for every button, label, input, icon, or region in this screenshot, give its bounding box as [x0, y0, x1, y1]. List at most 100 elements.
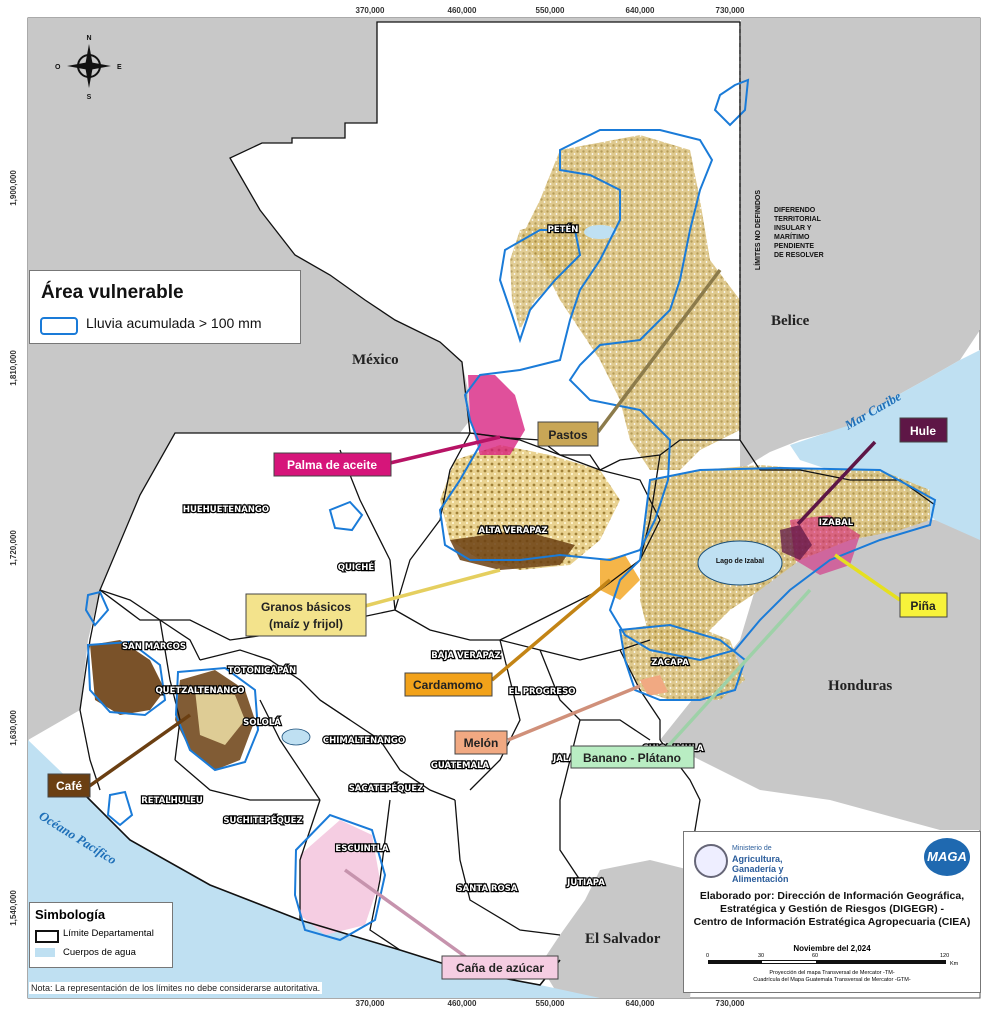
label-pastos: Pastos	[537, 421, 599, 447]
melon-area-zacapa	[640, 675, 668, 696]
leader-lines	[86, 268, 901, 962]
country-label-honduras: Honduras	[828, 678, 892, 694]
date-text: Noviembre del 2,024	[793, 944, 871, 953]
belize-area	[740, 20, 980, 470]
tick-label: 550,000	[536, 999, 565, 1008]
department-label: HUEHUETENANGO	[183, 505, 269, 515]
compass-e: E	[117, 64, 122, 71]
department-label: GUATEMALA	[431, 761, 490, 771]
lake-atitlan	[281, 728, 311, 746]
ministry-name: Ministerio de Agricultura, Ganadería y A…	[732, 845, 789, 884]
svg-text:(maíz y frijol): (maíz y frijol)	[269, 617, 343, 631]
compass-icon: N S E O	[55, 35, 122, 101]
disclaimer-note: Nota: La representación de los límites n…	[29, 982, 323, 994]
limits-label: LÍMITES NO DEFINIDOS	[753, 190, 762, 270]
granos-area-quetzaltenango	[195, 690, 245, 745]
left-ticks: 1,900,000 1,810,000 1,720,000 1,630,000 …	[9, 170, 18, 926]
tick-label: 460,000	[448, 6, 477, 15]
svg-text:Pastos: Pastos	[548, 428, 588, 442]
vulnerable-areas	[84, 78, 937, 942]
tick-label: 730,000	[716, 6, 745, 15]
bottom-ticks: 370,000 460,000 550,000 640,000 730,000	[356, 999, 745, 1008]
svg-text:Piña: Piña	[910, 599, 936, 613]
department-label: QUETZALTENANGO	[155, 686, 244, 696]
crop-areas	[90, 135, 930, 935]
tick-label: 730,000	[716, 999, 745, 1008]
tick-label: 370,000	[356, 999, 385, 1008]
top-ticks: 370,000 460,000 550,000 640,000 730,000	[356, 6, 745, 15]
projection-text: Proyección del mapa Transversal de Merca…	[753, 970, 911, 983]
svg-text:PENDIENTE: PENDIENTE	[774, 243, 814, 250]
label-cana: Caña de azúcar	[441, 955, 559, 980]
lake-label-izabal: Lago de Izabal	[716, 558, 764, 565]
maga-logo: MAGA	[924, 838, 970, 876]
made-by-text: Elaborado por: Dirección de Información …	[693, 890, 971, 928]
compass-n: N	[86, 35, 91, 42]
label-granos: Granos básicos (maíz y frijol)	[245, 593, 367, 637]
svg-text:Granos básicos: Granos básicos	[261, 600, 351, 614]
label-pina: Piña	[899, 592, 948, 618]
tick-label: 640,000	[626, 999, 655, 1008]
department-label: IZABAL	[819, 518, 854, 528]
country-label-el-salvador: El Salvador	[585, 931, 661, 947]
department-label: ESCUINTLA	[335, 844, 389, 854]
vulnerable-area-legend: Área vulnerable Lluvia acumulada > 100 m…	[29, 270, 301, 344]
svg-text:TERRITORIAL: TERRITORIAL	[774, 216, 822, 223]
compass-s: S	[87, 94, 92, 101]
tick-label: 1,810,000	[9, 350, 18, 386]
hule-area-izabal	[780, 525, 812, 560]
tick-label: 1,540,000	[9, 890, 18, 926]
department-labels: PETÉN HUEHUETENANGO QUICHÉ ALTA VERAPAZ …	[121, 222, 855, 895]
label-banano: Banano - Plátano	[570, 745, 695, 769]
department-label: SUCHITEPÉQUEZ	[223, 814, 302, 826]
department-label: PETÉN	[548, 223, 579, 235]
symbology-legend: Simbología Límite Departamental Cuerpos …	[29, 902, 173, 968]
svg-text:Café: Café	[56, 779, 82, 793]
label-palma: Palma de aceite	[273, 452, 392, 477]
department-label: BAJA VERAPAZ	[431, 651, 500, 661]
label-cafe: Café	[47, 773, 91, 798]
department-label: EL PROGRESO	[509, 687, 576, 697]
legend-item-label: Lluvia acumulada > 100 mm	[86, 315, 262, 331]
guatemala-seal-icon	[694, 844, 728, 878]
label-cardamomo: Cardamomo	[404, 672, 493, 697]
svg-text:Palma de aceite: Palma de aceite	[287, 458, 377, 472]
legend-item-label: Límite Departamental	[63, 928, 154, 939]
mexico-area	[28, 18, 980, 740]
cana-area-escuintla	[300, 820, 380, 935]
department-label: ALTA VERAPAZ	[479, 526, 548, 536]
department-label: SACATEPÉQUEZ	[349, 782, 424, 794]
cardamomo-area	[600, 555, 640, 600]
department-label: QUICHÉ	[338, 561, 375, 573]
department-label: ZACAPA	[651, 658, 689, 668]
tick-label: 640,000	[626, 6, 655, 15]
el-salvador-area	[540, 860, 700, 998]
label-melon: Melón	[454, 730, 508, 755]
legend-title: Simbología	[35, 907, 106, 922]
country-label-mexico: México	[352, 352, 399, 368]
svg-text:INSULAR Y: INSULAR Y	[774, 225, 812, 232]
department-label: JUTIAPA	[566, 878, 605, 888]
svg-text:DE RESOLVER: DE RESOLVER	[774, 252, 824, 259]
lake-peten-itza	[584, 225, 616, 239]
pastos-area-peten-west	[510, 215, 595, 330]
svg-text:MARÍTIMO: MARÍTIMO	[774, 232, 810, 241]
svg-text:DIFERENDO: DIFERENDO	[774, 207, 816, 214]
department-label: SANTA ROSA	[457, 884, 518, 894]
compass-o: O	[55, 64, 61, 71]
cafe-area-quetzaltenango	[90, 640, 165, 715]
svg-text:Banano - Plátano: Banano - Plátano	[583, 751, 681, 765]
crop-labels: Palma de aceite Pastos Hule Granos básic…	[47, 417, 948, 980]
svg-text:Cardamomo: Cardamomo	[413, 678, 483, 692]
label-hule: Hule	[899, 417, 948, 443]
department-label: SOLOLÁ	[243, 716, 281, 728]
svg-text:Caña de azúcar: Caña de azúcar	[456, 961, 544, 975]
tick-label: 370,000	[356, 6, 385, 15]
legend-title: Área vulnerable	[41, 282, 184, 303]
pastos-area-izabal	[640, 465, 930, 660]
tick-label: 1,720,000	[9, 530, 18, 566]
department-limit-swatch	[35, 930, 59, 943]
department-label: TOTONICAPÁN	[228, 664, 296, 676]
department-label: SAN MARCOS	[122, 642, 186, 652]
